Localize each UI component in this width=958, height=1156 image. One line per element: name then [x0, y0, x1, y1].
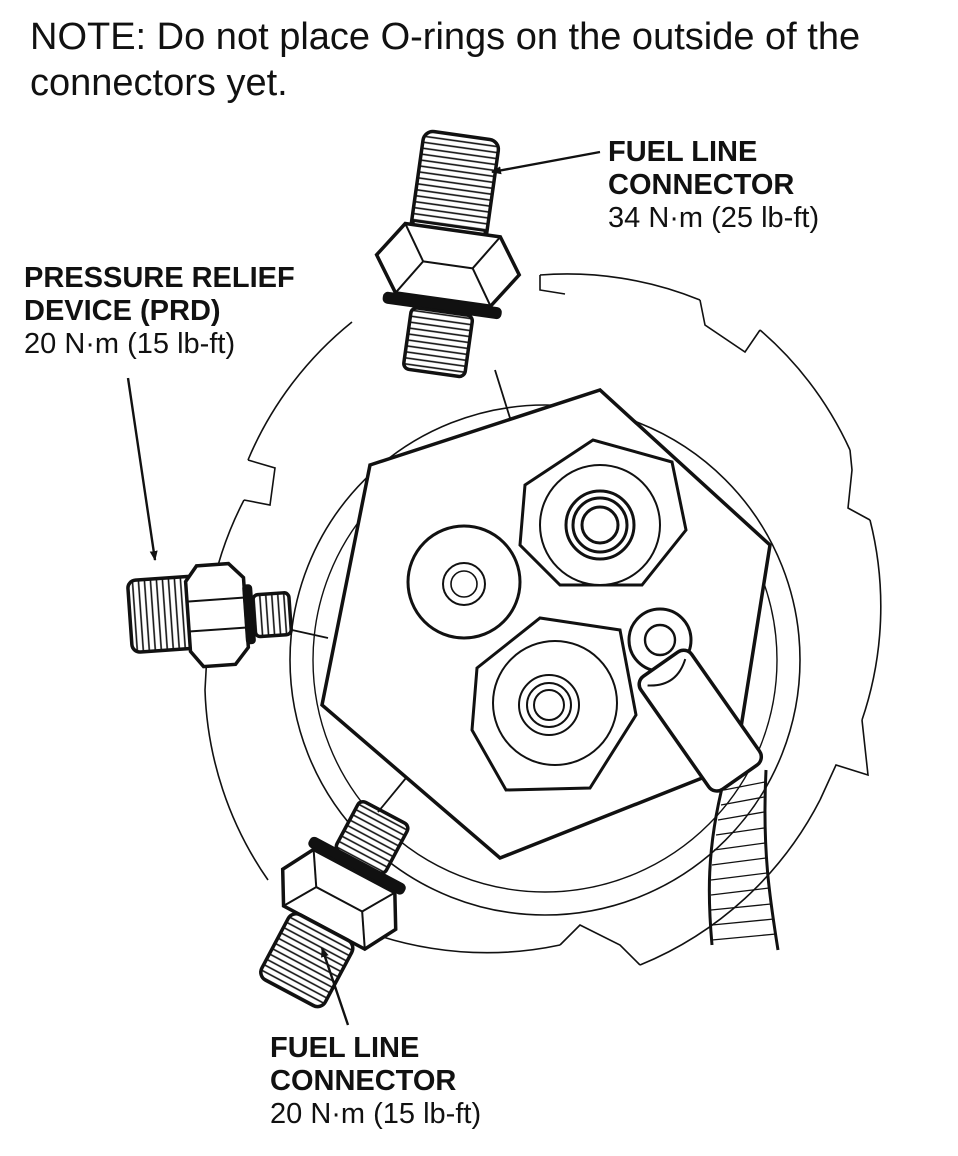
callout-title-line2: DEVICE (PRD)	[24, 295, 221, 327]
callout-torque-spec: 20 N·m (15 lb-ft)	[24, 328, 236, 360]
leader-prd-to-block	[291, 629, 329, 639]
callout-title-line1: PRESSURE RELIEF	[24, 262, 295, 294]
callout-title-line1: FUEL LINE	[270, 1032, 420, 1064]
callout-fuel-line-connector-bottom: FUEL LINE CONNECTOR 20 N·m (15 lb-ft)	[270, 1032, 481, 1131]
pressure-relief-device	[126, 561, 293, 669]
callout-fuel-line-connector-top: FUEL LINE CONNECTOR 34 N·m (25 lb-ft)	[608, 136, 819, 235]
sensor-lug-and-cable	[627, 607, 780, 951]
callout-title-line2: CONNECTOR	[608, 169, 795, 201]
callout-torque-spec: 34 N·m (25 lb-ft)	[608, 202, 820, 234]
leader-bottom-to-block	[377, 777, 407, 813]
fuel-line-connector-bottom	[259, 799, 410, 1009]
inner-body-circle-outer	[289, 404, 801, 916]
arrow-prd	[126, 377, 158, 561]
hex-boss-lower	[470, 616, 638, 792]
callout-title-line1: FUEL LINE	[608, 136, 758, 168]
callout-torque-spec: 20 N·m (15 lb-ft)	[270, 1098, 482, 1130]
round-boss-left	[406, 524, 522, 640]
arrow-fuel-line-top	[491, 150, 601, 175]
hex-boss-upper	[518, 438, 688, 587]
callout-pressure-relief-device: PRESSURE RELIEF DEVICE (PRD) 20 N·m (15 …	[24, 262, 295, 361]
note-text: NOTE: Do not place O-rings on the outsid…	[30, 16, 861, 104]
fuel-line-connector-top	[374, 129, 522, 379]
arrow-fuel-line-bottom	[320, 947, 350, 1026]
leader-top-to-block	[494, 369, 511, 419]
callout-title-line2: CONNECTOR	[270, 1065, 457, 1097]
